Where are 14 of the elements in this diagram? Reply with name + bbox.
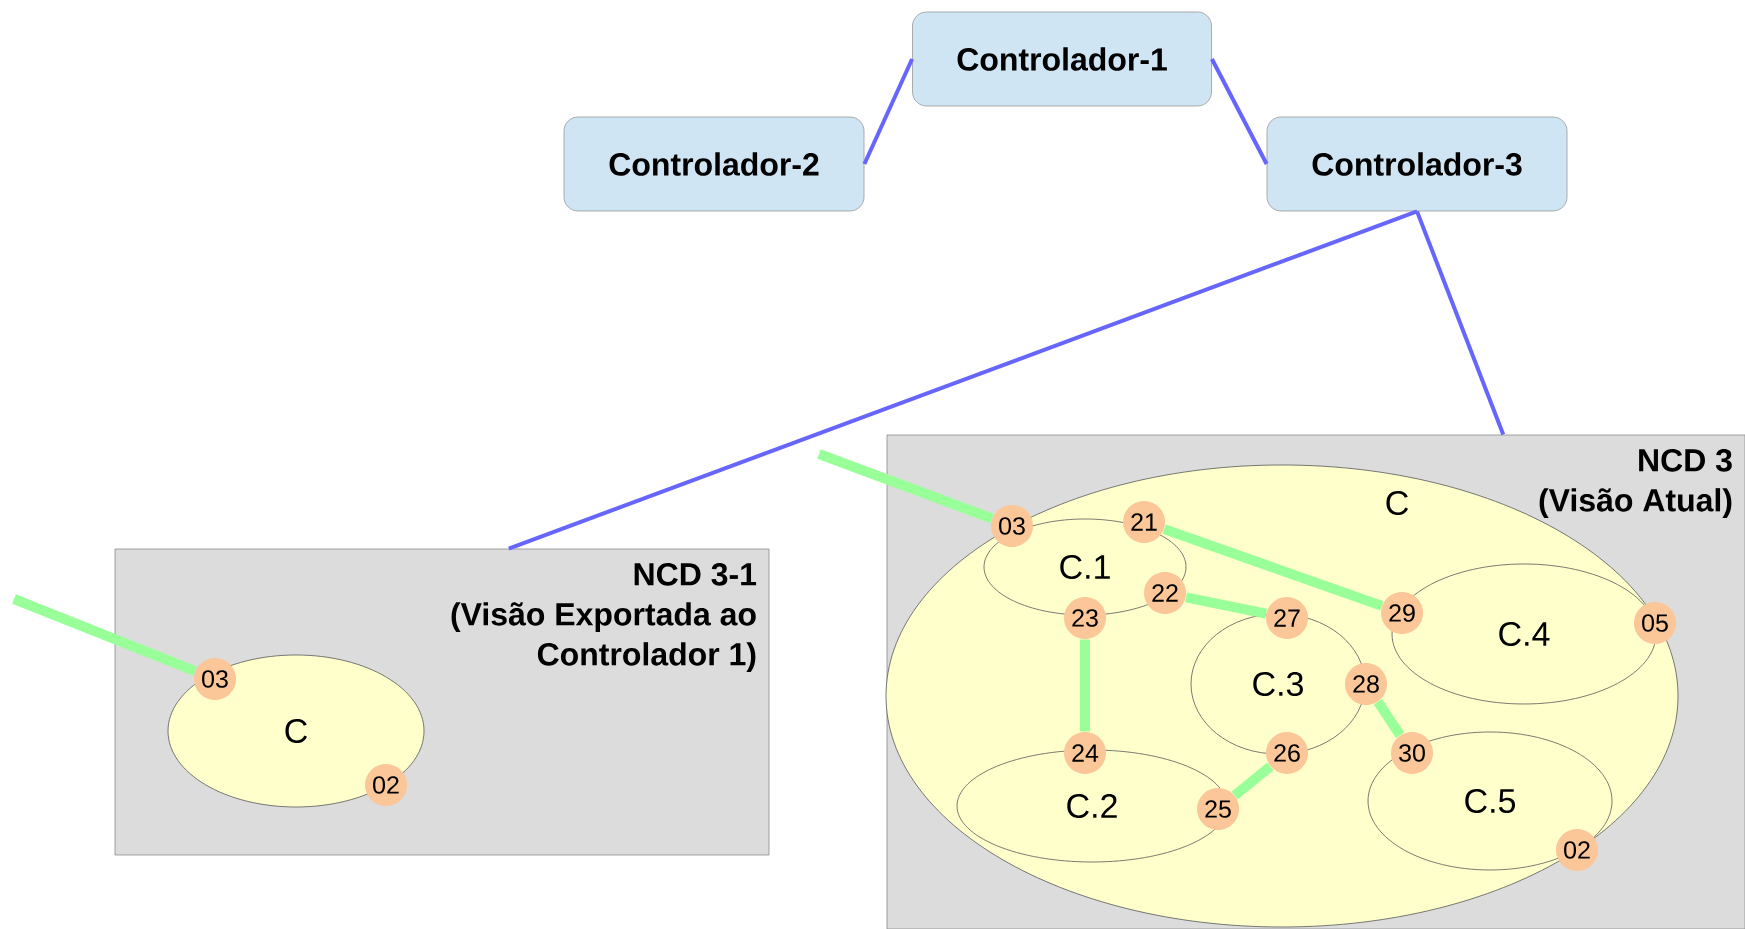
controller-box: Controlador-1	[912, 11, 1212, 107]
connector-line	[508, 209, 1418, 551]
link-line	[1162, 524, 1384, 611]
link-line	[1231, 762, 1274, 800]
link-line	[1184, 592, 1268, 619]
connector-line	[1415, 210, 1506, 436]
connector-line	[862, 58, 914, 165]
controller-box: Controlador-3	[1266, 116, 1568, 212]
link-line	[817, 449, 994, 524]
link-line	[1080, 639, 1090, 732]
connector-line	[1210, 58, 1269, 165]
link-line	[12, 594, 197, 676]
link-line	[1373, 699, 1405, 738]
controller-box: Controlador-2	[563, 116, 865, 212]
